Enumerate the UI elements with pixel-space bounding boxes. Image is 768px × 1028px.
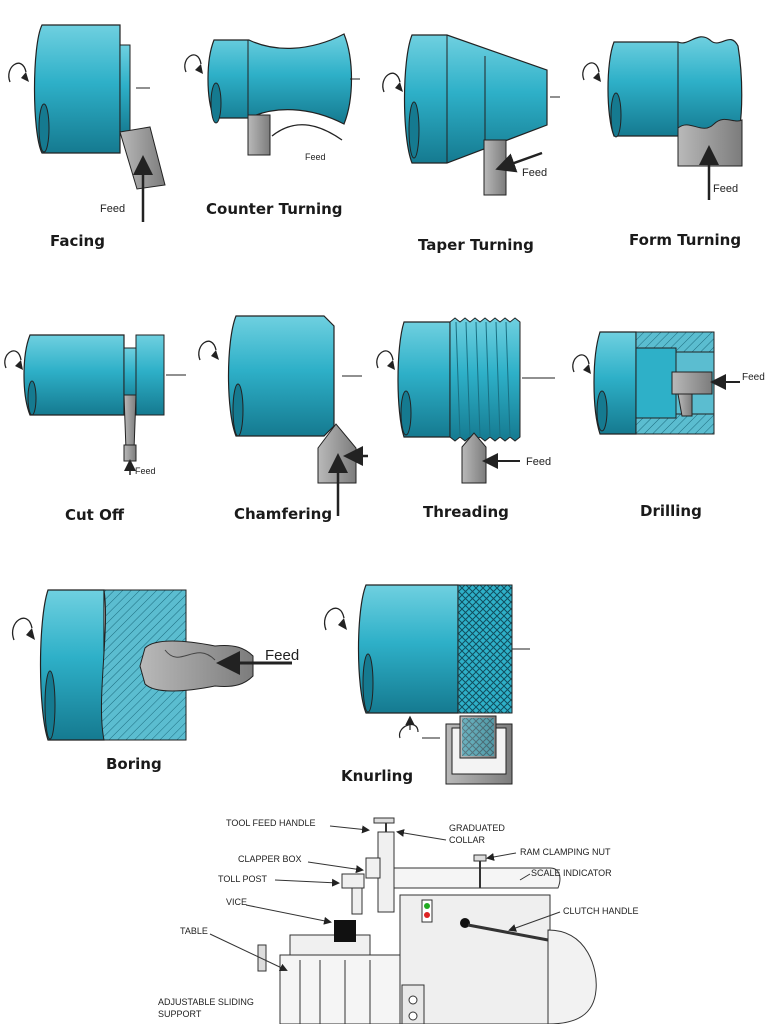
caption-knurling: Knurling bbox=[341, 767, 414, 785]
rotation-arrow-icon bbox=[4, 350, 22, 369]
label-clapper-box: CLAPPER BOX bbox=[238, 854, 302, 864]
caption-form-turning: Form Turning bbox=[629, 231, 742, 249]
label-ram-clamping-nut: RAM CLAMPING NUT bbox=[520, 847, 611, 857]
label-tool-feed-handle: TOOL FEED HANDLE bbox=[226, 818, 316, 828]
chamfering-illustration bbox=[198, 315, 368, 516]
rotation-arrow-icon bbox=[198, 340, 217, 361]
feed-label: Feed bbox=[305, 152, 326, 162]
cut-off-illustration: Feed bbox=[4, 334, 186, 476]
shaper-machine-illustration: TOOL FEED HANDLE GRADUATED COLLAR RAM CL… bbox=[158, 817, 639, 1025]
facing-illustration: Feed bbox=[8, 24, 166, 222]
feed-label: Feed bbox=[526, 456, 551, 468]
caption-threading: Threading bbox=[423, 503, 509, 521]
rotation-arrow-icon bbox=[8, 62, 27, 83]
label-clutch-handle: CLUTCH HANDLE bbox=[563, 906, 639, 916]
rotation-arrow-icon bbox=[382, 72, 401, 93]
rotation-arrow-icon bbox=[572, 354, 590, 373]
label-scale-indicator: SCALE INDICATOR bbox=[531, 868, 612, 878]
feed-label: Feed bbox=[713, 183, 738, 195]
caption-cut-off: Cut Off bbox=[65, 506, 124, 524]
rotation-arrow-icon bbox=[11, 617, 33, 641]
rotation-arrow-icon bbox=[582, 62, 600, 81]
feed-label: Feed bbox=[265, 647, 299, 664]
label-adjustable-sliding-support-2: SUPPORT bbox=[158, 1009, 202, 1019]
threading-illustration: Feed bbox=[376, 317, 555, 484]
label-toll-post: TOLL POST bbox=[218, 874, 268, 884]
rotation-arrow-icon bbox=[376, 350, 394, 369]
caption-facing: Facing bbox=[50, 232, 105, 250]
label-table: TABLE bbox=[180, 926, 208, 936]
drilling-illustration: Feed bbox=[572, 331, 765, 435]
caption-chamfering: Chamfering bbox=[234, 505, 333, 523]
caption-drilling: Drilling bbox=[640, 502, 702, 520]
label-graduated-collar-1: GRADUATED bbox=[449, 823, 505, 833]
label-graduated-collar-2: COLLAR bbox=[449, 835, 486, 845]
caption-taper-turning: Taper Turning bbox=[418, 236, 534, 254]
caption-boring: Boring bbox=[106, 755, 162, 773]
label-vice: VICE bbox=[226, 897, 247, 907]
counter-turning-illustration: Feed bbox=[184, 33, 360, 162]
taper-turning-illustration: Feed bbox=[382, 34, 560, 196]
rotation-arrow-icon bbox=[323, 607, 345, 631]
feed-label: Feed bbox=[522, 167, 547, 179]
feed-label: Feed bbox=[742, 372, 765, 383]
label-adjustable-sliding-support-1: ADJUSTABLE SLIDING bbox=[158, 997, 254, 1007]
knurling-illustration bbox=[323, 584, 530, 785]
feed-label: Feed bbox=[100, 203, 125, 215]
caption-counter-turning: Counter Turning bbox=[206, 200, 343, 218]
feed-label: Feed bbox=[135, 466, 156, 476]
boring-illustration: Feed bbox=[11, 589, 299, 741]
form-turning-illustration: Feed bbox=[582, 36, 743, 200]
rotation-arrow-icon bbox=[184, 54, 202, 73]
